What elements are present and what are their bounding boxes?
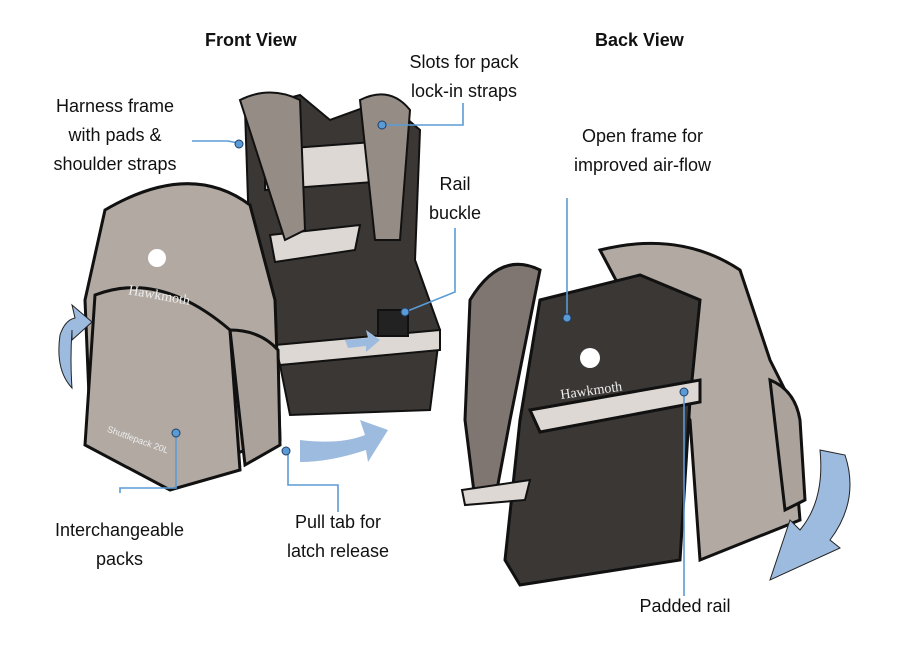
front-view-title: Front View bbox=[205, 30, 297, 50]
front-harness-frame bbox=[238, 91, 442, 417]
front-pack: Hawkmoth Shuttlepack 20L bbox=[83, 182, 282, 492]
arrow-icon bbox=[300, 420, 388, 462]
arrow-icon bbox=[345, 330, 380, 352]
leader-lines bbox=[119, 103, 685, 596]
callout-dots bbox=[171, 120, 689, 456]
label-padded-rail: Padded rail bbox=[639, 596, 731, 616]
back-pack: Hawkmoth bbox=[460, 241, 807, 587]
arrow-icon bbox=[58, 303, 93, 390]
arrow-icon bbox=[769, 449, 851, 581]
back-view-title: Back View bbox=[595, 30, 684, 50]
